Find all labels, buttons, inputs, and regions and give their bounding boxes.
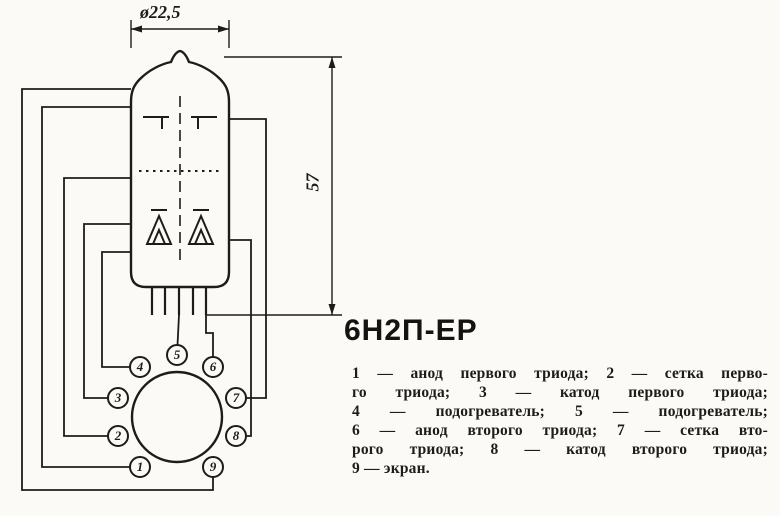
pin-marker-4: 4: [129, 356, 151, 378]
wire-pin7: [229, 118, 267, 399]
wire-pin2: [63, 177, 131, 437]
pin-marker-5: 5: [166, 344, 188, 366]
socket-circle: [130, 370, 224, 464]
wire-pin4: [101, 251, 140, 368]
electrode-cone-left: [145, 213, 173, 245]
wire-pin1: [41, 106, 140, 468]
pin-marker-2: 2: [107, 425, 129, 447]
diameter-arrow-left: [131, 25, 142, 33]
tube-envelope: [129, 49, 231, 289]
pin-marker-8: 8: [225, 425, 247, 447]
tube-model-title: 6Н2П-ЕР: [344, 314, 478, 347]
pin-marker-6: 6: [202, 356, 224, 378]
electrode-cone-right: [187, 213, 215, 245]
tube-glass-outline: [129, 49, 231, 289]
pin-marker-3: 3: [107, 387, 129, 409]
diameter-arrow-right: [218, 25, 229, 33]
height-arrow-bottom: [328, 304, 336, 315]
wire-pin9: [21, 88, 214, 491]
legend-line: рого триода; 8 — катод второго триода;: [352, 441, 768, 458]
pin-marker-1: 1: [129, 456, 151, 478]
dimension-lines: [130, 20, 342, 316]
wiring: [21, 88, 267, 491]
tube-internal-electrodes: [139, 96, 221, 315]
tube-leads: [150, 287, 208, 315]
height-dimension-label: 57: [302, 173, 323, 192]
legend-line: 9 — экран.: [352, 460, 430, 477]
socket-base-view: [130, 370, 224, 464]
wire-pin3: [83, 223, 131, 399]
pin-marker-9: 9: [202, 456, 224, 478]
wire-pin6: [205, 315, 214, 367]
pin-legend: 1 — анод первого триода; 2 — сетка перво…: [352, 364, 768, 478]
upper-electrode-left: [143, 116, 169, 129]
legend-line: го триода; 3 — катод первого триода;: [352, 384, 768, 401]
diameter-dimension-label: ø22,5: [140, 2, 181, 22]
upper-electrode-right: [191, 116, 217, 129]
pin-marker-7: 7: [225, 387, 247, 409]
height-arrow-top: [328, 57, 336, 68]
legend-line: 6 — анод второго триода; 7 — сетка вто-: [352, 422, 768, 439]
legend-line: 1 — анод первого триода; 2 — сетка перво…: [352, 365, 768, 382]
legend-line: 4 — подогреватель; 5 — подогреватель;: [352, 403, 768, 420]
